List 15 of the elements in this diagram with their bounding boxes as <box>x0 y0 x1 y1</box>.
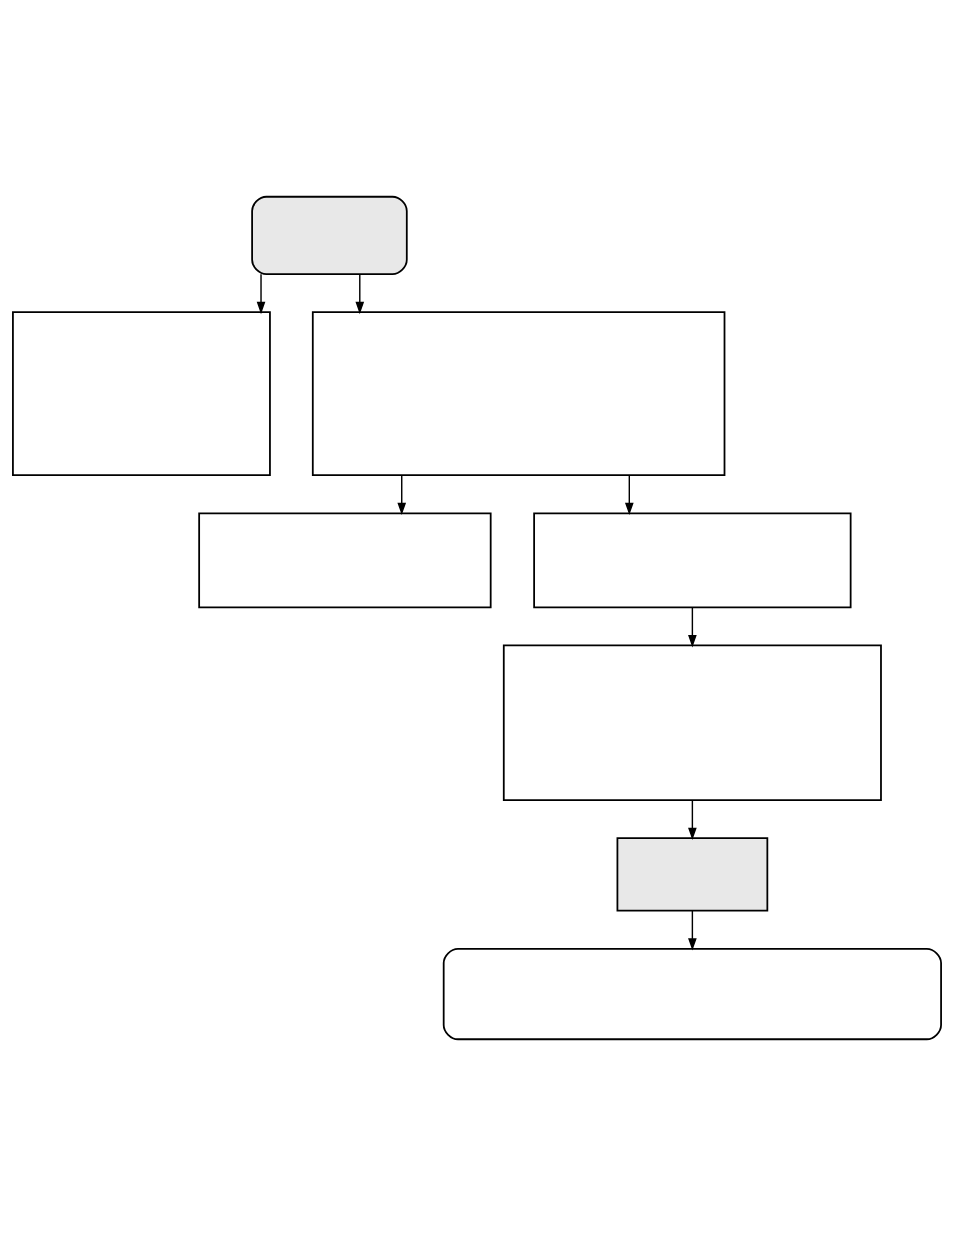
node-box <box>616 836 769 912</box>
arrow <box>355 272 365 314</box>
node-box <box>533 511 852 608</box>
arrow <box>397 474 407 515</box>
arrow <box>256 272 266 314</box>
arrow <box>624 474 634 515</box>
arrow <box>688 909 697 951</box>
node-box <box>251 195 408 275</box>
arrow <box>688 606 697 647</box>
node-box <box>12 310 271 476</box>
node-box <box>198 511 492 608</box>
arrow <box>688 799 697 840</box>
node-box <box>311 310 726 476</box>
node-box <box>442 947 942 1040</box>
node-box <box>502 644 882 801</box>
